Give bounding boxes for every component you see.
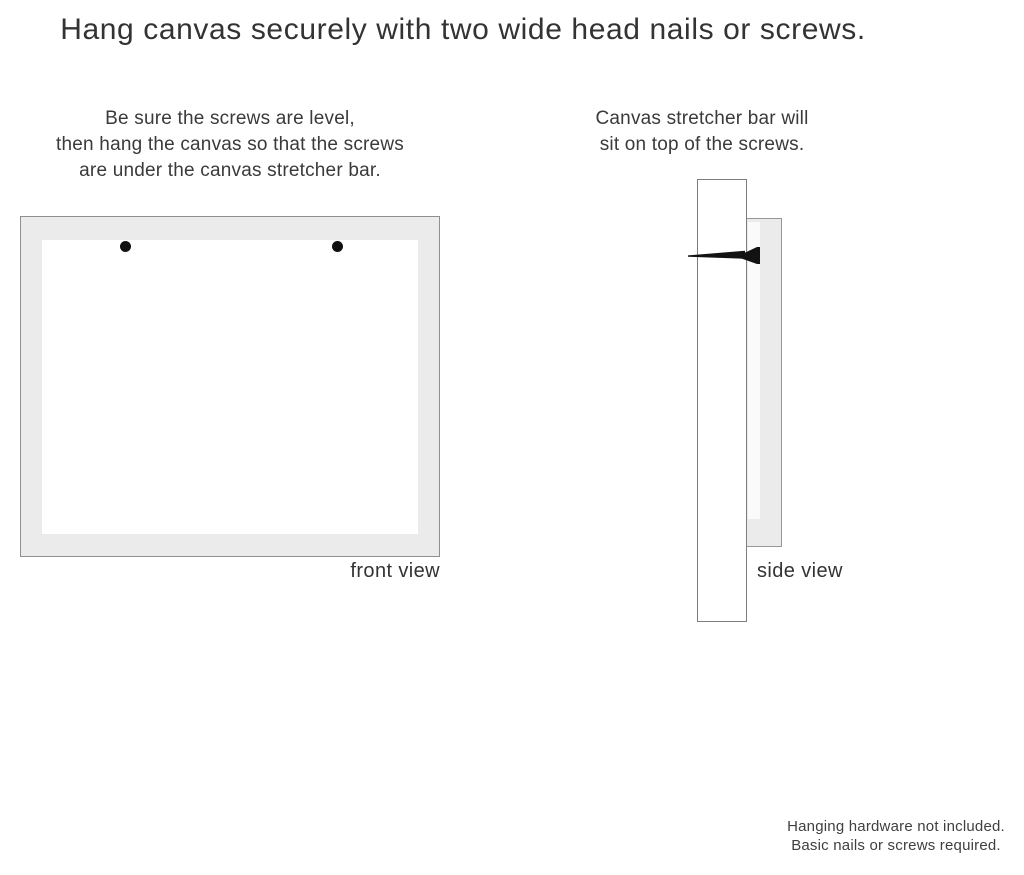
- instruction-line: Be sure the screws are level,: [105, 108, 355, 129]
- front-instruction: Be sure the screws are level, then hang …: [20, 106, 440, 184]
- hardware-note-line: Basic nails or screws required.: [791, 836, 1001, 854]
- side-view-label: side view: [757, 560, 843, 582]
- instruction-line: sit on top of the screws.: [599, 134, 805, 155]
- instruction-line: are under the canvas stretcher bar.: [79, 160, 381, 181]
- hardware-note: Hanging hardware not included. Basic nai…: [771, 818, 1021, 855]
- side-instruction: Canvas stretcher bar will sit on top of …: [558, 106, 846, 158]
- front-view-label: front view: [350, 560, 440, 582]
- screw-dot-icon: [332, 241, 343, 252]
- side-view-canvas: [745, 218, 782, 547]
- nail-icon: [688, 247, 760, 264]
- page-title: Hang canvas securely with two wide head …: [60, 13, 866, 46]
- hardware-note-line: Hanging hardware not included.: [787, 818, 1005, 835]
- instruction-line: Canvas stretcher bar will: [595, 108, 809, 129]
- front-view-diagram: [20, 216, 440, 557]
- instruction-line: then hang the canvas so that the screws: [56, 134, 404, 155]
- canvas-front-face: [42, 240, 418, 534]
- side-view-canvas-face: [748, 222, 760, 519]
- screw-dot-icon: [120, 241, 131, 252]
